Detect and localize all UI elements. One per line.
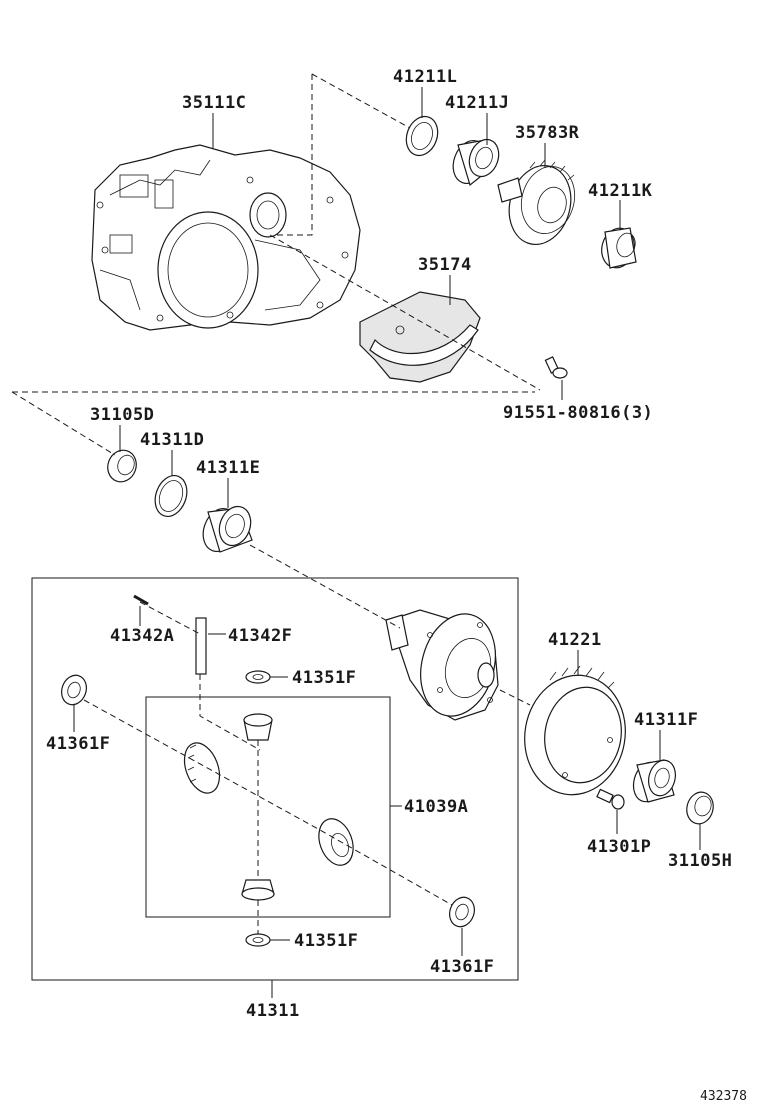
shaft-41342F bbox=[195, 617, 207, 675]
label-35111C: 35111C bbox=[182, 93, 246, 113]
label-41351F-top: 41351F bbox=[292, 668, 356, 688]
pinion-gear-top bbox=[243, 713, 273, 741]
bearing-41211J bbox=[452, 138, 500, 187]
washer-41351F-top bbox=[245, 670, 271, 684]
bolt-91551 bbox=[544, 356, 568, 379]
label-41211K: 41211K bbox=[588, 181, 653, 201]
oil-seal-31105H bbox=[686, 791, 714, 825]
label-41311: 41311 bbox=[246, 1001, 300, 1021]
washer-41351F-bottom bbox=[245, 933, 271, 947]
label-35174: 35174 bbox=[418, 255, 472, 275]
label-41221: 41221 bbox=[548, 630, 602, 650]
cover-35174 bbox=[359, 291, 481, 383]
label-41311E: 41311E bbox=[196, 458, 260, 478]
label-41301P: 41301P bbox=[587, 837, 651, 857]
washer-41361F-left bbox=[61, 674, 87, 706]
label-41361F-right: 41361F bbox=[430, 957, 494, 977]
label-41311D: 41311D bbox=[140, 430, 204, 450]
label-41342F: 41342F bbox=[228, 626, 292, 646]
assembly-lines bbox=[11, 73, 541, 934]
label-91551-80816: 91551-80816(3) bbox=[503, 403, 653, 423]
label-31105D: 31105D bbox=[90, 405, 154, 425]
bearing-41211K bbox=[601, 227, 637, 269]
bearing-41311F bbox=[632, 759, 676, 803]
oil-seal-41211L bbox=[405, 115, 439, 157]
bearing-41311E bbox=[202, 505, 253, 553]
ring-gear-41221 bbox=[524, 665, 626, 796]
label-41311F: 41311F bbox=[634, 710, 698, 730]
illustration-reference-number: 432378 bbox=[700, 1089, 747, 1104]
label-41039A: 41039A bbox=[404, 797, 468, 817]
transaxle-housing bbox=[91, 144, 361, 331]
bolt-41301P bbox=[596, 788, 625, 810]
gear-35783R bbox=[497, 159, 576, 246]
label-41351F-bottom: 41351F bbox=[294, 931, 358, 951]
side-gear-right bbox=[318, 818, 354, 866]
subassembly-box-41039A bbox=[145, 696, 391, 918]
label-31105H: 31105H bbox=[668, 851, 732, 871]
label-41361F-left: 41361F bbox=[46, 734, 110, 754]
leader-lines bbox=[73, 87, 701, 998]
label-41211J: 41211J bbox=[445, 93, 509, 113]
label-41342A: 41342A bbox=[110, 626, 174, 646]
washer-41361F-right bbox=[449, 896, 475, 928]
assembly-box-41311 bbox=[31, 577, 519, 981]
label-41211L: 41211L bbox=[393, 67, 457, 87]
pin-41342A bbox=[133, 594, 149, 606]
differential-case bbox=[385, 609, 499, 721]
label-35783R: 35783R bbox=[515, 123, 580, 143]
side-gear-left bbox=[183, 742, 221, 794]
shim-41311D bbox=[154, 475, 188, 517]
pinion-gear-bottom bbox=[241, 879, 275, 901]
oil-seal-31105D bbox=[107, 449, 137, 483]
